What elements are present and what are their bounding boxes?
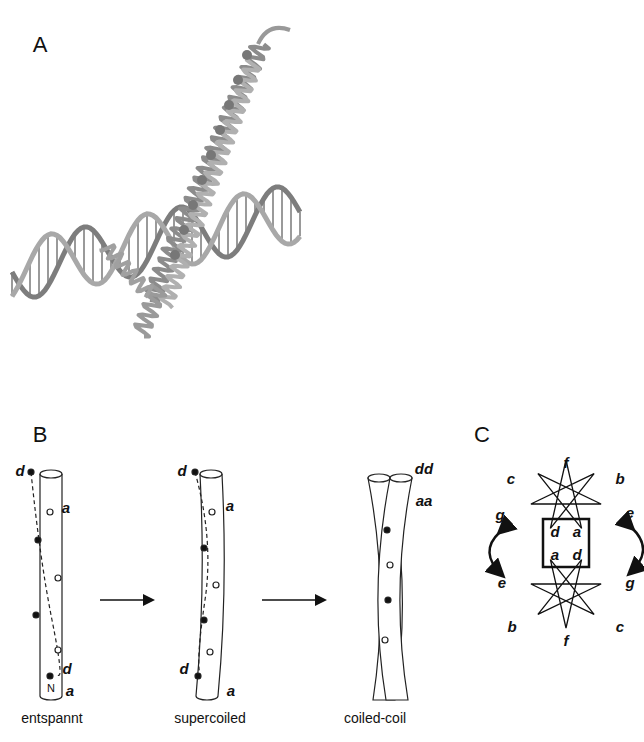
heptad-position: aa: [416, 493, 433, 508]
heptad-position: dd: [415, 461, 433, 476]
coiled-coil-cylinders: [368, 474, 412, 700]
heptad-position: d: [15, 463, 24, 478]
heptad-position: a: [226, 498, 234, 513]
heptad-position: a: [227, 683, 235, 698]
heptad-position: b: [615, 471, 624, 486]
caption-label: coiled-coil: [344, 711, 406, 725]
heptad-position: e: [626, 505, 634, 520]
heptad-position: a: [62, 500, 70, 515]
heptad-position: g: [625, 575, 634, 590]
heptad-position: e: [498, 575, 506, 590]
protein-ribbon: [101, 28, 290, 337]
heptad-position: f: [564, 633, 569, 648]
heptad-position: f: [564, 455, 569, 470]
heptad-position: c: [507, 471, 515, 486]
transition-arrow: [100, 599, 324, 601]
heptad-position: d: [572, 547, 581, 562]
panel-letter: B: [33, 424, 48, 446]
helical-wheel: [489, 460, 643, 628]
heptad-position: a: [66, 683, 74, 698]
caption-label: supercoiled: [174, 711, 246, 725]
heptad-position: b: [507, 619, 516, 634]
helix-cylinder: [192, 469, 224, 700]
helix-cylinder: [28, 469, 62, 700]
heptad-position: d: [177, 463, 186, 478]
panel-letter: A: [33, 34, 48, 56]
heptad-position: d: [550, 524, 559, 539]
heptad-position: d: [62, 661, 71, 676]
caption-label: N: [47, 683, 55, 694]
heptad-position: c: [616, 619, 624, 634]
caption-label: entspannt: [21, 711, 83, 725]
heptad-position: a: [573, 524, 581, 539]
panel-letter: C: [474, 424, 490, 446]
heptad-position: a: [551, 547, 559, 562]
heptad-position: d: [179, 661, 188, 676]
heptad-position: g: [495, 507, 504, 522]
